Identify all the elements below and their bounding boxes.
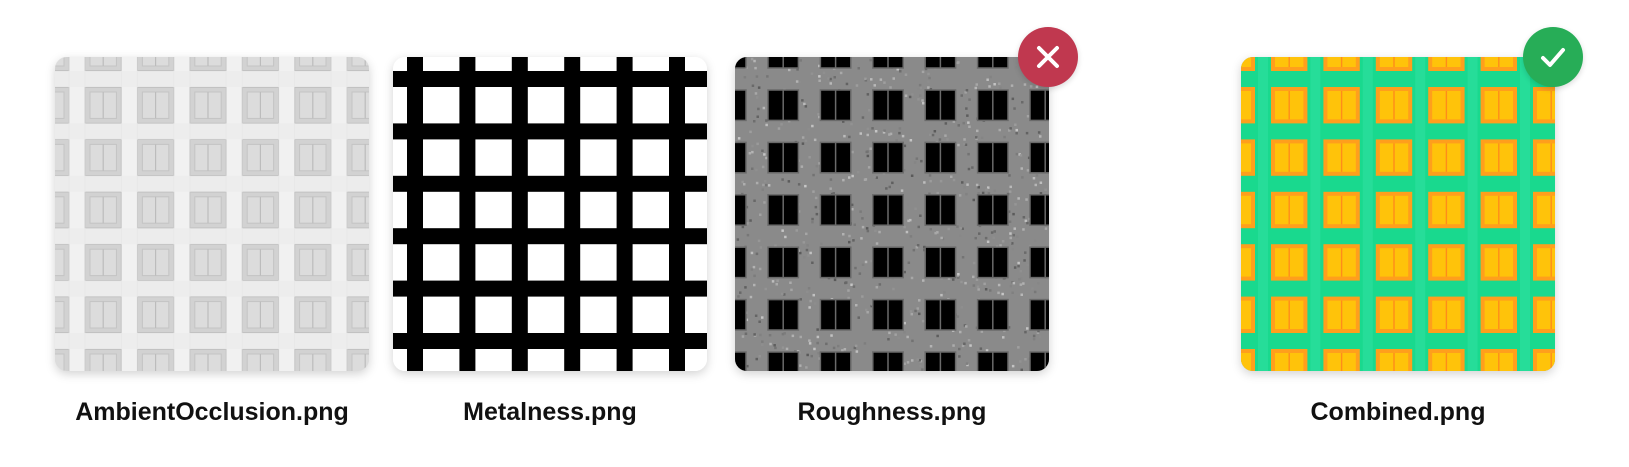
roughness-texture-image [735, 57, 1049, 371]
metalness-texture-image [393, 57, 707, 371]
filename-label-ambient-occlusion: AmbientOcclusion.png [75, 398, 349, 426]
combined-texture-image [1241, 57, 1555, 371]
filename-label-metalness: Metalness.png [463, 398, 637, 426]
checkmark-icon [1541, 48, 1565, 67]
texture-tile-metalness[interactable] [393, 57, 707, 371]
texture-tile-combined[interactable] [1241, 57, 1555, 371]
accept-badge[interactable] [1523, 27, 1583, 87]
reject-badge[interactable] [1018, 27, 1078, 87]
texture-tile-ambient-occlusion[interactable] [55, 57, 369, 371]
texture-tile-roughness[interactable] [735, 57, 1049, 371]
filename-label-combined: Combined.png [1310, 398, 1486, 426]
filename-label-roughness: Roughness.png [797, 398, 987, 426]
x-icon [1037, 46, 1059, 68]
ambient-occlusion-texture-image [55, 57, 369, 371]
